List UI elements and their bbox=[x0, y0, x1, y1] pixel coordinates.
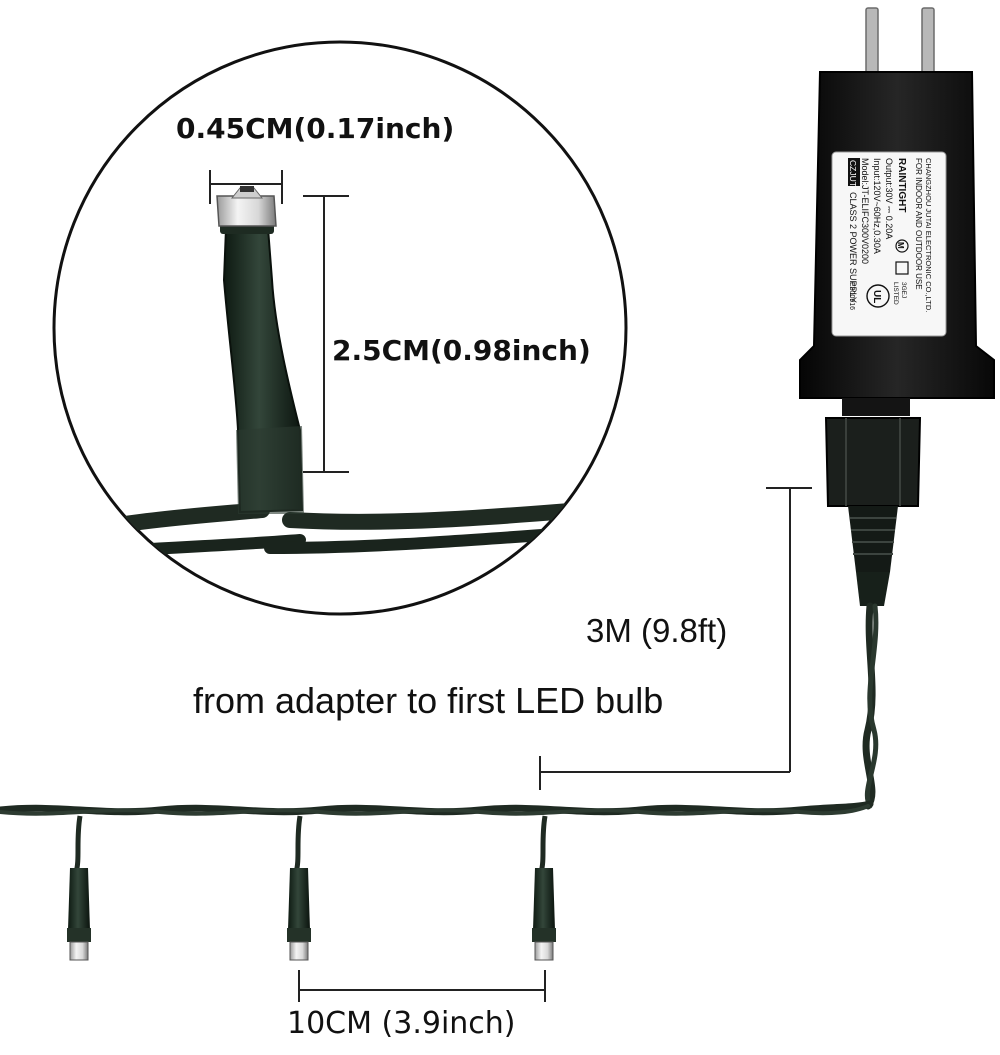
svg-text:RAINTIGHT: RAINTIGHT bbox=[896, 158, 907, 212]
bulb-width-label: 0.45CM(0.17inch) bbox=[176, 112, 455, 145]
svg-text:E300916: E300916 bbox=[848, 282, 855, 310]
lead-cable bbox=[862, 602, 879, 810]
main-string-wire bbox=[0, 800, 874, 816]
prong-left bbox=[865, 7, 879, 75]
power-adapter: CZJUTA CLASS 2 POWER SUPPLY Model:JT-ELI… bbox=[799, 7, 995, 606]
svg-text:Output:30V ⎓ 0.20A: Output:30V ⎓ 0.20A bbox=[884, 158, 894, 239]
string-bulb-3 bbox=[532, 815, 556, 961]
dimension-bulb-length bbox=[303, 195, 349, 473]
lead-wire-label: 3M (9.8ft) bbox=[586, 612, 728, 649]
dimension-lead-wire bbox=[539, 487, 812, 790]
dimension-bulb-width bbox=[209, 170, 283, 204]
svg-text:CZJUTA: CZJUTA bbox=[848, 160, 858, 192]
zoom-circle bbox=[52, 40, 628, 616]
svg-text:CLASS 2 POWER SUPPLY: CLASS 2 POWER SUPPLY bbox=[848, 192, 858, 303]
zoomed-bulb bbox=[54, 186, 626, 562]
svg-text:CHANGZHOU JUTAI ELECTRONIC CO.: CHANGZHOU JUTAI ELECTRONIC CO.,LTD. bbox=[924, 158, 933, 312]
svg-text:M: M bbox=[896, 242, 905, 249]
svg-text:Model:JT-ELIFC300V0200: Model:JT-ELIFC300V0200 bbox=[860, 158, 870, 264]
svg-text:3GEJ: 3GEJ bbox=[900, 282, 907, 298]
svg-text:FOR INDOOR AND OUTDOOR USE: FOR INDOOR AND OUTDOOR USE bbox=[914, 158, 923, 290]
dimension-bulb-spacing bbox=[298, 970, 546, 1002]
string-bulb-1 bbox=[67, 815, 91, 961]
svg-text:Input:120V~60Hz,0.30A: Input:120V~60Hz,0.30A bbox=[872, 158, 882, 254]
bulb-length-label: 2.5CM(0.98inch) bbox=[332, 334, 591, 367]
lead-wire-description: from adapter to first LED bulb bbox=[193, 680, 664, 721]
prong-right bbox=[921, 7, 935, 75]
string-bulb-2 bbox=[287, 815, 311, 961]
cable-connector bbox=[824, 417, 922, 507]
bulb-spacing-label: 10CM (3.9inch) bbox=[287, 1006, 516, 1041]
svg-text:UL: UL bbox=[871, 290, 882, 303]
adapter-label-text: CZJUTA CLASS 2 POWER SUPPLY Model:JT-ELI… bbox=[848, 158, 933, 312]
svg-text:LISTED: LISTED bbox=[892, 282, 899, 305]
